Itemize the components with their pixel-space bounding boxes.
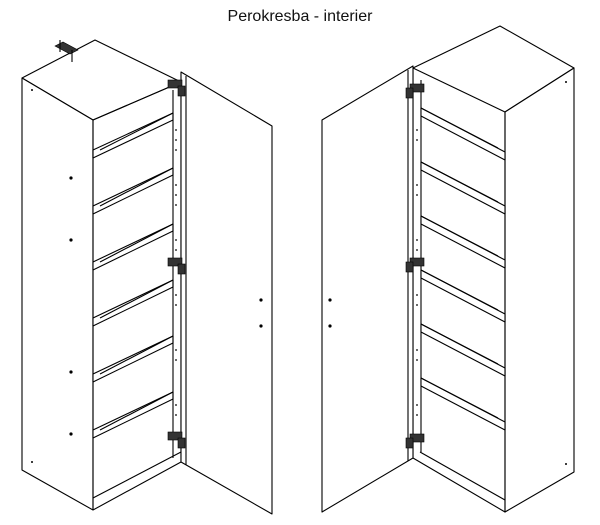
right-cabinet-side-panel xyxy=(504,67,575,513)
left-shelf-2 xyxy=(92,167,174,215)
left-door-handle-hole-2 xyxy=(259,324,263,328)
right-cabinet-hinge-bottom xyxy=(405,433,425,449)
right-shelf-2 xyxy=(420,161,506,215)
right-cabinet-hinge-middle xyxy=(405,257,425,273)
left-cabinet xyxy=(21,39,273,515)
right-cabinet-shelves xyxy=(420,107,506,431)
left-cabinet-wall-bracket xyxy=(54,40,79,62)
right-cabinet-door xyxy=(321,65,414,513)
right-shelf-3 xyxy=(420,215,506,269)
left-cabinet-shelves xyxy=(92,90,174,458)
right-shelf-5 xyxy=(420,323,506,377)
left-cabinet-pin-holes xyxy=(175,129,177,416)
right-door-handle-hole-1 xyxy=(328,298,332,302)
right-cabinet xyxy=(321,25,575,513)
right-cabinet-pin-holes xyxy=(416,129,418,416)
left-shelf-4 xyxy=(92,279,174,327)
right-shelf-6 xyxy=(420,377,506,431)
right-cabinet-hinge-top xyxy=(405,83,425,99)
right-cabinet-base xyxy=(419,451,506,501)
left-shelf-5 xyxy=(92,335,174,383)
left-cabinet-hinge-middle xyxy=(167,257,186,275)
right-shelf-4 xyxy=(420,269,506,323)
left-door-handle-hole-1 xyxy=(259,298,263,302)
left-shelf-1 xyxy=(92,112,174,159)
left-shelf-3 xyxy=(92,223,174,271)
drawing-title: Perokresba - interier xyxy=(227,8,373,25)
left-cabinet-door xyxy=(180,71,273,515)
left-shelf-6 xyxy=(92,391,174,439)
left-cabinet-hinge-top xyxy=(167,79,186,97)
left-cabinet-side-panel xyxy=(21,77,94,511)
left-cabinet-hinge-bottom xyxy=(167,431,186,449)
right-shelf-1 xyxy=(420,107,506,161)
right-door-handle-hole-2 xyxy=(328,324,332,328)
left-cabinet-side-dots xyxy=(31,89,73,463)
left-cabinet-base xyxy=(92,451,182,499)
